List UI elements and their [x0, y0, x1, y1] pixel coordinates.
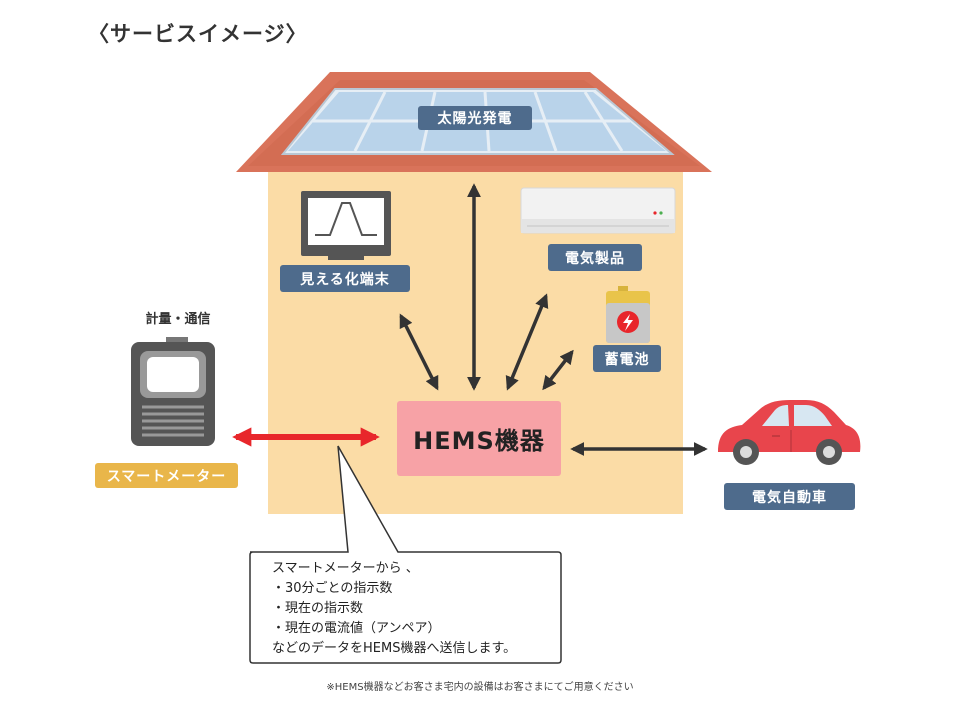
- arrow-battery-hems: [542, 349, 574, 391]
- footnote: ※HEMS機器などお客さま宅内の設備はお客さまにてご用意ください: [326, 682, 634, 693]
- label-ev: 電気自動車: [724, 483, 855, 510]
- battery-icon: [606, 286, 650, 343]
- page-title: 〈サービスイメージ〉: [88, 22, 308, 46]
- label-appliance: 電気製品: [548, 244, 642, 271]
- label-battery: 蓄電池: [593, 345, 661, 372]
- car-icon: [718, 400, 861, 465]
- callout-line: ・現在の電流値（アンペア）: [272, 621, 441, 636]
- callout-line: ・現在の指示数: [272, 601, 364, 616]
- callout-line: などのデータをHEMS機器へ送信します。: [272, 641, 517, 656]
- label-solar: 太陽光発電: [418, 106, 532, 130]
- label-smart-meter: スマートメーター: [95, 463, 238, 488]
- air-conditioner-icon: [520, 187, 676, 234]
- callout-text: スマートメーターから 、 ・30分ごとの指示数 ・現在の指示数 ・現在の電流値（…: [272, 559, 558, 659]
- arrow-display-hems: [399, 313, 439, 391]
- hems-device: HEMS機器: [397, 401, 561, 476]
- smart-meter-icon: [131, 337, 215, 446]
- meter-caption: 計量・通信: [145, 312, 211, 327]
- callout-line: スマートメーターから 、: [272, 561, 419, 576]
- arrow-appliance-hems: [505, 293, 549, 391]
- callout-bubble: [249, 445, 562, 664]
- callout-line: ・30分ごとの指示数: [272, 581, 393, 596]
- monitor-icon: [301, 191, 391, 260]
- label-display-terminal: 見える化端末: [280, 265, 410, 292]
